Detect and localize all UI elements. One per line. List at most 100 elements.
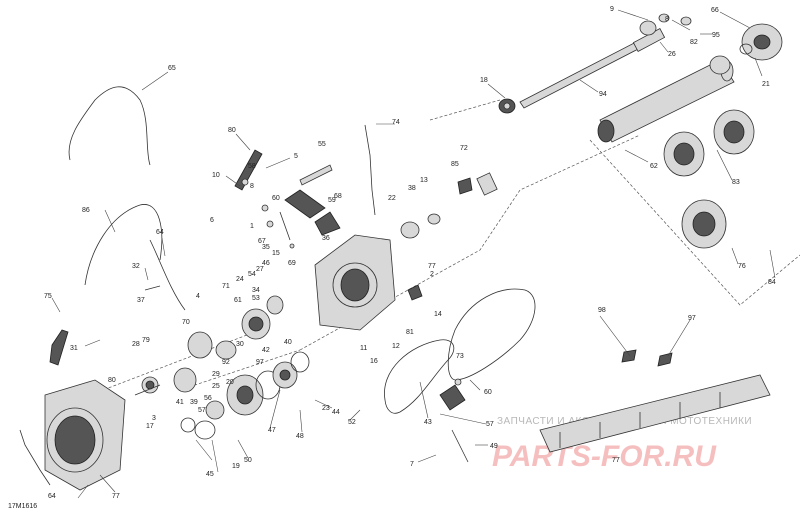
callout-58: 58 <box>248 163 256 170</box>
callout-70: 69 <box>288 260 296 267</box>
callout-24: 24 <box>236 276 244 283</box>
callout-59: 59 <box>328 197 336 204</box>
callout-6: 6 <box>210 217 214 224</box>
callout-75: 74 <box>392 119 400 126</box>
callout-62: 61 <box>234 297 242 304</box>
callout-29: 29 <box>212 371 220 378</box>
callout-22: 22 <box>388 195 396 202</box>
callout-63: 62 <box>650 163 658 170</box>
center-housing <box>314 172 498 331</box>
callout-72: 71 <box>222 283 230 290</box>
callout-64: 64 <box>48 493 56 500</box>
callout-68: 67 <box>258 238 266 245</box>
callout-30: 30 <box>236 341 244 348</box>
callout-76: 75 <box>44 293 52 300</box>
callout-96: 95 <box>712 32 720 39</box>
callout-92: 92 <box>222 359 230 366</box>
watermark-logo: PARTS-FOR.RU <box>492 440 717 473</box>
callout-10: 10 <box>212 172 220 179</box>
callout-40: 40 <box>284 339 292 346</box>
callout-60: 60 <box>272 195 280 202</box>
callout-23: 23 <box>322 405 330 412</box>
callout-7: 7 <box>410 461 414 468</box>
callout-21: 21 <box>762 81 770 88</box>
callout-86: 82 <box>690 39 698 46</box>
callout-34: 34 <box>252 287 260 294</box>
callout-85: 81 <box>406 329 414 336</box>
callout-79: 77 <box>428 263 436 270</box>
callout-26: 26 <box>668 51 676 58</box>
callout-95: 94 <box>599 91 607 98</box>
callout-57b: 57 <box>486 421 494 428</box>
callout-80: 77 <box>112 493 120 500</box>
callout-55: 55 <box>318 141 326 148</box>
callout-13: 13 <box>420 177 428 184</box>
callout-20: 20 <box>226 379 234 386</box>
gear-stack <box>134 295 310 440</box>
callout-46: 46 <box>262 260 270 267</box>
callout-4: 4 <box>196 293 200 300</box>
callout-77: 76 <box>738 263 746 270</box>
callout-38: 38 <box>408 185 416 192</box>
callout-66: 65 <box>168 65 176 72</box>
callout-52: 52 <box>348 419 356 426</box>
callout-49: 49 <box>490 443 498 450</box>
callout-41: 41 <box>176 399 184 406</box>
callout-67: 66 <box>711 7 719 14</box>
callout-18: 18 <box>480 77 488 84</box>
callout-82: 80 <box>228 127 236 134</box>
reference-code: 17M1616 <box>8 503 37 510</box>
callout-44: 44 <box>332 409 340 416</box>
callout-48: 48 <box>296 433 304 440</box>
callout-98: 98 <box>598 307 606 314</box>
callout-83: 79 <box>142 337 150 344</box>
callout-71: 70 <box>182 319 190 326</box>
callout-37: 37 <box>137 297 145 304</box>
callout-3: 3 <box>152 415 156 422</box>
callout-43: 43 <box>424 419 432 426</box>
callout-42: 42 <box>262 347 270 354</box>
callout-27: 27 <box>256 266 264 273</box>
guide-rail <box>451 349 771 463</box>
callout-54: 54 <box>248 271 256 278</box>
callout-19: 19 <box>232 463 240 470</box>
callout-90: 86 <box>82 207 90 214</box>
callout-12: 12 <box>392 343 400 350</box>
callout-9: 9 <box>610 6 614 13</box>
callout-93: 97 <box>256 359 264 366</box>
callout-16: 16 <box>370 358 378 365</box>
callout-47: 47 <box>268 427 276 434</box>
callout-39: 39 <box>190 399 198 406</box>
callout-61: 60 <box>484 389 492 396</box>
callout-89: 85 <box>451 161 459 168</box>
callout-5: 5 <box>294 153 298 160</box>
callout-74: 73 <box>456 353 464 360</box>
callout-88: 84 <box>768 279 776 286</box>
callout-32: 32 <box>132 263 140 270</box>
callout-1: 1 <box>250 223 254 230</box>
callout-81: 77 <box>612 457 620 464</box>
callout-53: 53 <box>252 295 260 302</box>
callout-69: 68 <box>334 193 342 200</box>
callout-36: 36 <box>322 235 330 242</box>
callout-25: 25 <box>212 383 220 390</box>
callout-8: 8 <box>665 16 669 23</box>
callout-35: 35 <box>262 244 270 251</box>
drive-belts <box>384 288 536 414</box>
callout-31: 31 <box>70 345 78 352</box>
callout-14: 14 <box>434 311 442 318</box>
callout-2: 2 <box>430 271 434 278</box>
callout-labels: 9 66 8 82 95 26 21 18 94 62 83 76 84 65 … <box>8 6 776 510</box>
shift-linkage <box>68 86 376 249</box>
leader-lines <box>51 9 776 499</box>
callout-65: 64 <box>156 229 164 236</box>
callout-84: 80 <box>108 377 116 384</box>
callout-17: 17 <box>146 423 154 430</box>
callout-8b: 8 <box>250 183 254 190</box>
callout-57: 57 <box>198 407 206 414</box>
callout-73: 72 <box>460 145 468 152</box>
callout-15: 15 <box>272 250 280 257</box>
callout-28: 28 <box>132 341 140 348</box>
callout-97: 97 <box>688 315 696 322</box>
